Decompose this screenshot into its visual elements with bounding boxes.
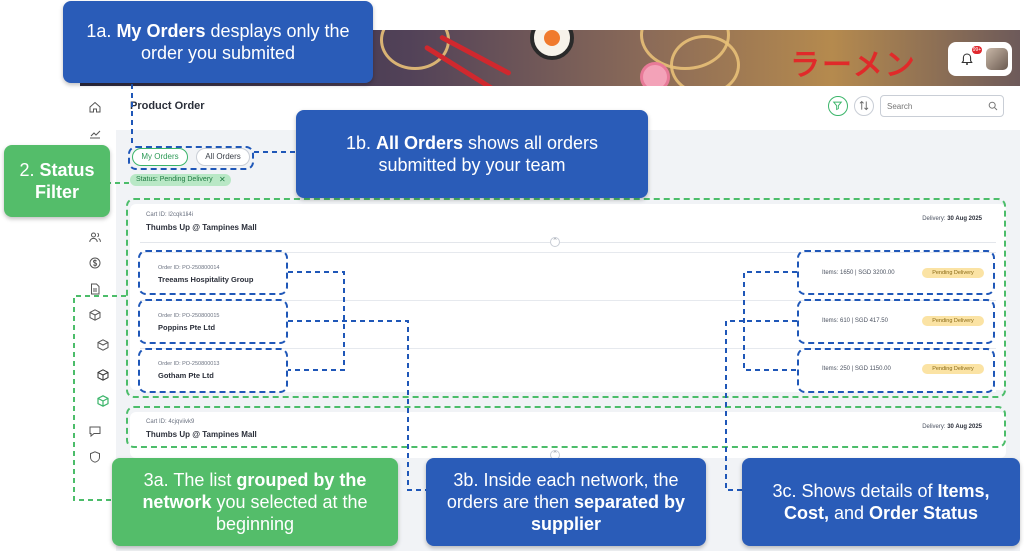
sushi-decoration — [530, 30, 574, 60]
callout-prefix: 3a. The list — [143, 470, 237, 490]
dollar-icon[interactable] — [88, 256, 102, 270]
highlight-details — [797, 348, 995, 393]
search-input[interactable] — [880, 95, 1004, 117]
chart-icon[interactable] — [88, 126, 102, 140]
cart-name: Thumbs Up @ Tampines Mall — [146, 430, 257, 439]
supplier-name: Gotham Pte Ltd — [158, 371, 214, 380]
highlight-network-group — [126, 198, 1006, 398]
order-id: Order ID: PO-250800015 — [158, 313, 220, 319]
delivery-value: 30 Aug 2025 — [947, 216, 982, 222]
divider — [140, 242, 996, 243]
notification-badge: 99+ — [972, 46, 982, 54]
chevron-up-icon[interactable]: ⌃ — [550, 237, 560, 247]
callout-all-orders: 1b. All Orders shows all orders submitte… — [296, 110, 648, 198]
status-filter-label: Status: Pending Delivery — [136, 176, 213, 183]
cart-id: Cart ID: 4cjqviivk9 — [146, 419, 195, 425]
document-icon[interactable] — [88, 282, 102, 296]
supplier-name: Poppins Pte Ltd — [158, 323, 216, 332]
cart-id: Cart ID: l2cqk1li4i — [146, 212, 194, 218]
highlight-supplier — [138, 299, 288, 344]
items-cost: Items: 1650 | SGD 3200.00 — [822, 270, 895, 276]
items-cost: Items: 610 | SGD 417.50 — [822, 318, 888, 324]
callout-bold: grouped by the network — [142, 470, 367, 512]
callout-suffix: desplays only the order you submited — [140, 21, 350, 63]
callout-text: 1b. All Orders shows all orders submitte… — [326, 132, 618, 176]
callout-prefix: 1a. — [86, 21, 117, 41]
callout-text: 3b. Inside each network, the orders are … — [438, 469, 694, 535]
user-controls: 99+ — [948, 42, 1012, 76]
callout-bold: Status Filter — [34, 160, 95, 202]
callout-prefix: 1b. — [345, 133, 376, 153]
status-badge: Pending Delivery — [922, 316, 984, 326]
home-icon[interactable] — [88, 100, 102, 114]
callout-text: 3a. The list grouped by the network you … — [122, 469, 388, 535]
callout-text: 2. Status Filter — [12, 159, 102, 203]
callout-middle: and — [828, 503, 869, 523]
status-filter-chip[interactable]: Status: Pending Delivery ✕ — [130, 174, 231, 186]
callout-bold: separated by supplier — [530, 492, 686, 534]
filter-icon — [832, 101, 843, 111]
shield-icon[interactable] — [88, 450, 102, 464]
box-check-icon[interactable] — [96, 368, 110, 382]
sort-icon — [859, 100, 869, 111]
cart-name: Thumbs Up @ Tampines Mall — [146, 223, 257, 232]
box-icon[interactable] — [88, 308, 102, 322]
callout-status-filter: 2. Status Filter — [4, 145, 110, 217]
supplier-name: Treeams Hospitality Group — [158, 275, 254, 284]
callout-prefix: 3c. Shows details of — [772, 481, 938, 501]
search-icon — [988, 101, 998, 111]
callout-text: 3c. Shows details of Items, Cost, and Or… — [752, 480, 1010, 524]
close-icon[interactable]: ✕ — [218, 175, 226, 184]
sort-button[interactable] — [854, 96, 874, 116]
flower-decoration — [640, 62, 670, 86]
status-badge: Pending Delivery — [922, 268, 984, 278]
delivery-date: Delivery: 30 Aug 2025 — [922, 424, 982, 430]
delivery-label: Delivery: — [922, 216, 946, 222]
callout-prefix: 2. — [19, 160, 40, 180]
callout-details: 3c. Shows details of Items, Cost, and Or… — [742, 458, 1020, 546]
highlight-details — [797, 299, 995, 344]
users-icon[interactable] — [88, 230, 102, 244]
callout-my-orders: 1a. My Orders desplays only the order yo… — [63, 1, 373, 83]
status-badge: Pending Delivery — [922, 364, 984, 374]
chopstick-decoration — [438, 34, 512, 77]
highlight-supplier — [138, 348, 288, 393]
callout-bold: My Orders — [116, 21, 206, 41]
bell-icon[interactable] — [960, 52, 974, 66]
chopstick-decoration — [423, 44, 495, 86]
callout-grouped-network: 3a. The list grouped by the network you … — [112, 458, 398, 546]
tab-my-orders[interactable]: My Orders — [132, 148, 188, 166]
callout-bold: All Orders — [375, 133, 463, 153]
callout-bold: Order Status — [869, 503, 979, 523]
order-id: Order ID: PO-250800014 — [158, 265, 220, 271]
highlight-supplier — [138, 250, 288, 295]
box-settings-icon[interactable] — [96, 338, 110, 352]
order-id: Order ID: PO-250800013 — [158, 361, 220, 367]
callout-prefix: 3b. Inside each network, the orders are … — [446, 470, 679, 512]
callout-separated-supplier: 3b. Inside each network, the orders are … — [426, 458, 706, 546]
tab-all-orders[interactable]: All Orders — [196, 148, 250, 166]
highlight-tabs — [128, 146, 254, 170]
callout-suffix: shows all orders submitted by your team — [378, 133, 599, 175]
banner-ramen-text: ラーメン — [790, 48, 917, 83]
product-order-icon[interactable] — [96, 394, 110, 408]
cart-group: Cart ID: 4cjqviivk9 Thumbs Up @ Tampines… — [130, 412, 1006, 460]
delivery-value: 30 Aug 2025 — [947, 424, 982, 430]
callout-suffix: you selected at the beginning — [211, 492, 368, 534]
delivery-label: Delivery: — [922, 424, 946, 430]
items-cost: Items: 250 | SGD 1150.00 — [822, 366, 891, 372]
avatar[interactable] — [986, 48, 1008, 70]
highlight-network-group-2 — [126, 406, 1006, 448]
highlight-details — [797, 250, 995, 295]
delivery-date: Delivery: 30 Aug 2025 — [922, 216, 982, 222]
page-title: Product Order — [130, 100, 205, 112]
noodle-decoration — [670, 35, 740, 86]
callout-bold: Items, Cost, — [783, 481, 990, 523]
callout-text: 1a. My Orders desplays only the order yo… — [73, 20, 363, 64]
filter-button[interactable] — [828, 96, 848, 116]
chat-icon[interactable] — [88, 424, 102, 438]
